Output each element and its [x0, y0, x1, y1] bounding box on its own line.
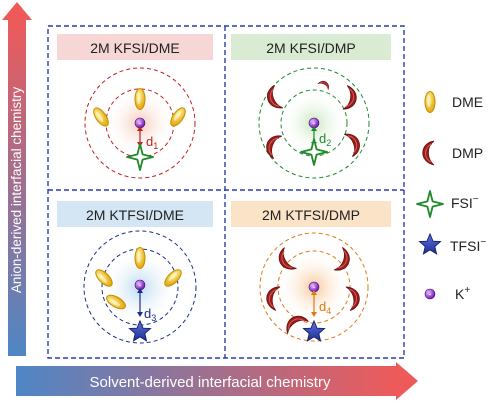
- dmp-molecule: [264, 284, 281, 312]
- panel-ktfsi-dmp: 2M KTFSI/DMP d4: [231, 201, 391, 342]
- legend-label-tfsi: TFSI−: [450, 237, 486, 254]
- panel-title: 2M KTFSI/DMP: [262, 207, 360, 223]
- x-axis-label: Solvent-derived interfacial chemistry: [90, 374, 331, 391]
- panel-title: 2M KTFSI/DME: [86, 207, 184, 223]
- distance-label: d3: [144, 306, 156, 323]
- dmp-molecule: [342, 84, 359, 112]
- panel-ktfsi-dme: 2M KTFSI/DME d3: [57, 201, 213, 344]
- legend-label-dme: DME: [452, 94, 483, 110]
- panel-title: 2M KFSI/DMP: [266, 40, 355, 56]
- dme-molecule: [134, 247, 146, 269]
- panel-kfsi-dme: 2M KFSI/DME d1: [57, 34, 213, 179]
- distance-label: d1: [146, 134, 158, 151]
- legend-label-k: K+: [455, 285, 470, 302]
- panel-title-bg: [231, 201, 391, 227]
- distance-label: d2: [319, 131, 331, 148]
- tfsi-anion: [303, 320, 325, 342]
- k-ion-icon: [424, 288, 436, 300]
- dmp-molecule: [262, 131, 283, 160]
- fsi-star-icon: [416, 190, 444, 218]
- dmp-molecule-fragment: [317, 78, 332, 90]
- panel-title: 2M KFSI/DME: [90, 40, 179, 56]
- panel-grid: [47, 25, 405, 359]
- dme-ellipse-icon: [424, 91, 436, 113]
- legend-label-fsi: FSI−: [451, 194, 479, 211]
- dme-molecule: [134, 88, 146, 110]
- distance-label: d4: [319, 299, 331, 316]
- legend: DME DMP FSI− TFSI− K+: [416, 91, 486, 302]
- dmp-molecule: [263, 84, 284, 113]
- tfsi-star-icon: [419, 233, 441, 255]
- panel-title-bg: [57, 34, 213, 60]
- panel-title-bg: [231, 34, 391, 60]
- y-axis-label: Anion-derived interfacial chemistry: [9, 87, 24, 294]
- y-axis-arrow: [2, 2, 32, 356]
- panel-title-bg: [57, 201, 213, 227]
- x-axis-arrow: [16, 362, 418, 400]
- dmp-crescent-icon: [422, 140, 435, 166]
- panel-kfsi-dmp: 2M KFSI/DMP d2: [231, 34, 391, 179]
- legend-label-dmp: DMP: [452, 145, 483, 161]
